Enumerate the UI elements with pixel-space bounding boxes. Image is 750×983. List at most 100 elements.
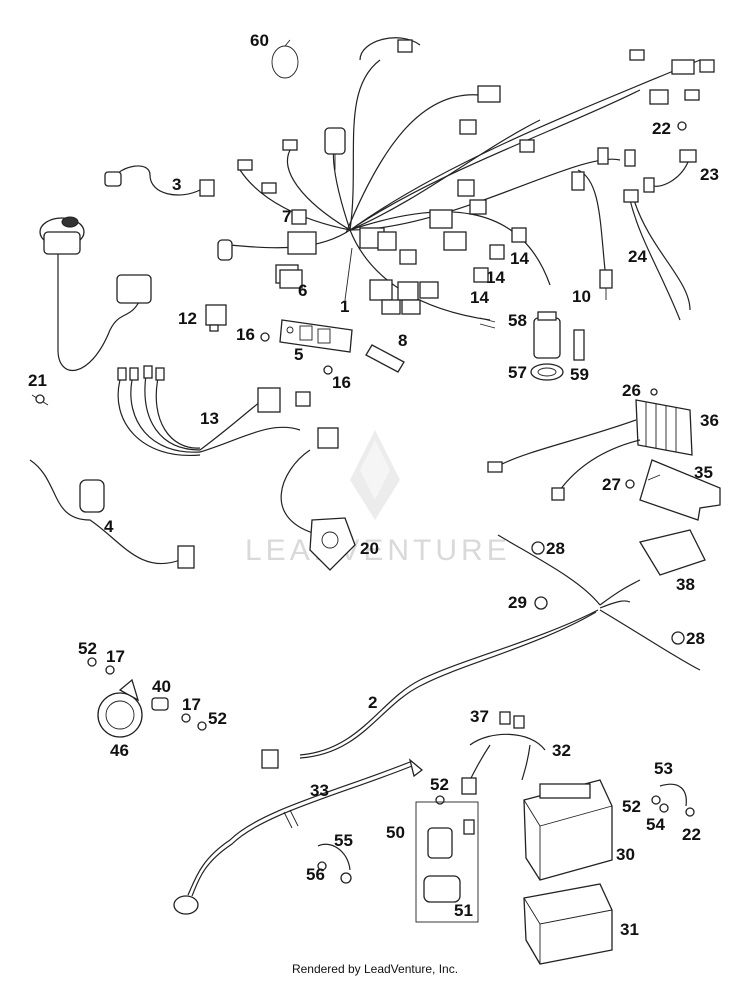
render-credit: Rendered by LeadVenture, Inc. — [291, 962, 459, 976]
label-53: 53 — [654, 759, 673, 778]
bolt-22b[interactable] — [685, 807, 695, 817]
relay-14a[interactable] — [511, 227, 527, 243]
label-17b: 17 — [182, 695, 201, 714]
label-28b: 28 — [686, 629, 705, 648]
nut-26[interactable] — [650, 388, 658, 396]
washer-17b[interactable] — [181, 713, 191, 723]
grommet-29[interactable] — [534, 596, 548, 610]
connector-7[interactable] — [291, 209, 307, 225]
fuse-37[interactable] — [499, 711, 525, 729]
grommet-28a[interactable] — [531, 541, 545, 555]
label-4: 4 — [104, 517, 114, 536]
cable-23[interactable] — [643, 149, 697, 193]
label-51: 51 — [454, 901, 473, 920]
sleeve-8[interactable] — [365, 344, 405, 373]
watermark: LEADVENTURE — [245, 430, 511, 567]
label-59: 59 — [570, 365, 589, 384]
label-16b: 16 — [332, 373, 351, 392]
cable-55[interactable] — [317, 843, 351, 871]
label-20: 20 — [360, 539, 379, 558]
label-30: 30 — [616, 845, 635, 864]
rubber-mount-57[interactable] — [530, 363, 564, 381]
label-28a: 28 — [546, 539, 565, 558]
label-46: 46 — [110, 741, 129, 760]
label-27: 27 — [602, 475, 621, 494]
pad-38[interactable] — [638, 529, 706, 576]
watermark-text: LEADVENTURE — [245, 534, 511, 567]
label-52a: 52 — [78, 639, 97, 658]
rubber-holder-51[interactable] — [423, 875, 461, 903]
bolt-22a[interactable] — [677, 121, 687, 131]
label-8: 8 — [398, 331, 407, 350]
screw-27[interactable] — [625, 479, 635, 489]
label-60: 60 — [250, 31, 269, 50]
screw-16b[interactable] — [323, 365, 333, 375]
battery-30[interactable] — [523, 779, 613, 881]
label-31: 31 — [620, 920, 639, 939]
label-55: 55 — [334, 831, 353, 850]
screw-16a[interactable] — [260, 332, 270, 342]
label-7: 7 — [282, 207, 291, 226]
label-5: 5 — [294, 345, 303, 364]
label-36: 36 — [700, 411, 719, 430]
bracket-35[interactable] — [639, 459, 721, 521]
label-52c: 52 — [430, 775, 449, 794]
label-52d: 52 — [622, 797, 641, 816]
label-23: 23 — [700, 165, 719, 184]
wiring-harness-2[interactable] — [261, 534, 701, 769]
nut-52c[interactable] — [435, 795, 445, 805]
cable-24[interactable] — [623, 189, 691, 321]
label-12: 12 — [178, 309, 197, 328]
battery-cable-33[interactable] — [173, 758, 424, 915]
cable-53[interactable] — [659, 783, 687, 807]
label-52b: 52 — [208, 709, 227, 728]
label-14a: 14 — [510, 249, 529, 268]
label-40: 40 — [152, 677, 171, 696]
label-16a: 16 — [236, 325, 255, 344]
main-wiring-harness[interactable] — [217, 37, 715, 329]
label-32: 32 — [552, 741, 571, 760]
washer-54[interactable] — [659, 803, 669, 813]
cable-clamp-60[interactable] — [271, 39, 299, 79]
switch-10[interactable] — [571, 169, 613, 300]
label-50: 50 — [386, 823, 405, 842]
label-13: 13 — [200, 409, 219, 428]
label-22b: 22 — [682, 825, 701, 844]
label-22a: 22 — [652, 119, 671, 138]
mount-40[interactable] — [151, 697, 169, 711]
fuse-holder-32[interactable] — [461, 733, 546, 795]
label-33: 33 — [310, 781, 329, 800]
starter-relay-50[interactable] — [415, 801, 479, 923]
grommet-28b[interactable] — [671, 631, 685, 645]
label-2: 2 — [368, 693, 377, 712]
label-56: 56 — [306, 865, 325, 884]
sensor-21[interactable] — [31, 216, 152, 406]
capacitor-58[interactable] — [533, 311, 561, 359]
nut-52a[interactable] — [87, 657, 97, 667]
washer-17a[interactable] — [105, 665, 115, 675]
start-switch-20[interactable] — [280, 449, 356, 571]
connector-6[interactable] — [275, 264, 303, 289]
nut-52b[interactable] — [197, 721, 207, 731]
nut-52d[interactable] — [651, 795, 661, 805]
relay-12[interactable] — [205, 304, 227, 332]
battery-box-31[interactable] — [523, 883, 613, 965]
label-21: 21 — [28, 371, 47, 390]
bracket-5[interactable] — [279, 319, 353, 353]
label-37: 37 — [470, 707, 489, 726]
relay-14b[interactable] — [489, 244, 505, 260]
regulator-36[interactable] — [487, 399, 693, 501]
label-6: 6 — [298, 281, 307, 300]
handlebar-wiring-13[interactable] — [117, 365, 339, 456]
sensor-3[interactable] — [104, 165, 215, 197]
horn-46[interactable] — [97, 678, 143, 738]
label-57: 57 — [508, 363, 527, 382]
label-3: 3 — [172, 175, 181, 194]
label-14c: 14 — [470, 288, 489, 307]
terminal-56[interactable] — [317, 861, 352, 884]
kill-switch-4[interactable] — [29, 459, 195, 569]
clip-59[interactable] — [573, 329, 585, 361]
relay-14c[interactable] — [473, 267, 489, 283]
label-35: 35 — [694, 463, 713, 482]
